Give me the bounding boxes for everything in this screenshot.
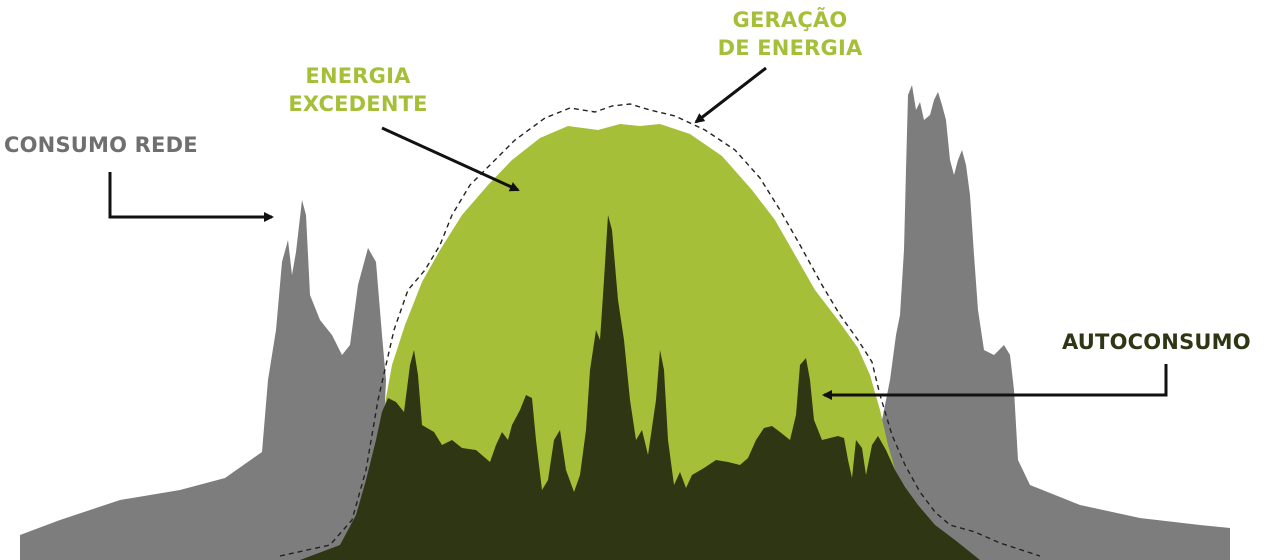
energia-excedente-line-2: EXCEDENTE — [288, 92, 428, 116]
grid-consumption-area — [20, 85, 1230, 560]
energia-excedente-line-1: ENERGIA — [305, 64, 411, 88]
geracao-de-energia-label: GERAÇÃO DE ENERGIA — [690, 6, 890, 62]
energia-excedente-label: ENERGIA EXCEDENTE — [268, 62, 448, 118]
energia-excedente-arrow — [381, 126, 520, 192]
autoconsumo-arrow — [822, 364, 1168, 400]
generation-curve — [279, 103, 1041, 557]
consumo-rede-arrow — [108, 172, 274, 222]
geracao-arrow — [694, 66, 767, 124]
geracao-line-1: GERAÇÃO — [732, 8, 848, 32]
geracao-line-2: DE ENERGIA — [717, 36, 863, 60]
consumo-rede-label: CONSUMO REDE — [4, 133, 198, 157]
self-consumption-area — [300, 215, 980, 560]
autoconsumo-label: AUTOCONSUMO — [1062, 330, 1251, 354]
